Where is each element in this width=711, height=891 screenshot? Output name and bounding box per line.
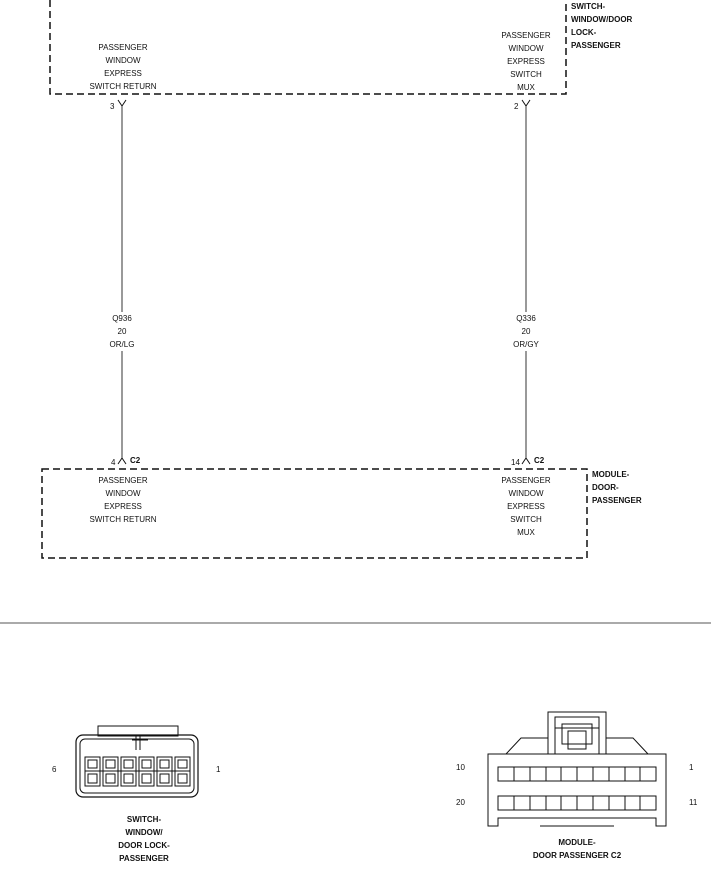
caption-line: DOOR PASSENGER C2 <box>532 851 622 860</box>
bottom-right-connector-id: C2 <box>534 456 545 465</box>
bottom-name-line: DOOR- <box>592 483 619 492</box>
bottom-left-connector-id: C2 <box>130 456 141 465</box>
top-name-line: LOCK- <box>571 28 597 37</box>
top-right-terminal <box>521 99 531 107</box>
wire-gauge: 20 <box>521 327 531 336</box>
bottom-component-outline <box>41 468 588 559</box>
label-line: PASSENGER <box>98 43 148 52</box>
label-line: WINDOW <box>105 56 141 65</box>
label-line: SWITCH RETURN <box>89 515 157 524</box>
wire-right-label: Q336 20 OR/GY <box>506 312 546 351</box>
switch-connector-caption: SWITCH- WINDOW/ DOOR LOCK- PASSENGER <box>94 813 194 865</box>
bottom-right-terminal <box>521 457 531 465</box>
module-connector-pin-10: 10 <box>456 763 465 772</box>
top-right-pin-label: PASSENGER WINDOW EXPRESS SWITCH MUX <box>486 29 566 94</box>
wire-color: OR/LG <box>109 340 135 349</box>
bottom-right-pin-number: 14 <box>511 458 520 467</box>
top-name-line: SWITCH- <box>571 2 606 11</box>
bottom-left-terminal <box>117 457 127 465</box>
bottom-component-name: MODULE- DOOR- PASSENGER <box>592 468 642 507</box>
caption-line: MODULE- <box>558 838 596 847</box>
wire-left-label: Q936 20 OR/LG <box>102 312 142 351</box>
switch-connector-cavities <box>84 756 191 787</box>
label-line: SWITCH <box>510 70 542 79</box>
top-name-line: PASSENGER <box>571 41 621 50</box>
label-line: WINDOW <box>508 489 544 498</box>
caption-line: WINDOW/ <box>125 828 163 837</box>
module-connector-pin-20: 20 <box>456 798 465 807</box>
top-left-terminal <box>117 99 127 107</box>
label-line: PASSENGER <box>98 476 148 485</box>
label-line: EXPRESS <box>104 502 142 511</box>
module-connector-caption: MODULE- DOOR PASSENGER C2 <box>517 836 637 862</box>
label-line: EXPRESS <box>507 502 545 511</box>
top-name-line: WINDOW/DOOR <box>571 15 633 24</box>
label-line: EXPRESS <box>104 69 142 78</box>
wire-color: OR/GY <box>513 340 539 349</box>
top-right-pin-number: 2 <box>514 102 519 111</box>
module-connector-pin-1: 1 <box>689 763 694 772</box>
label-line: PASSENGER <box>501 476 551 485</box>
caption-line: DOOR LOCK- <box>118 841 170 850</box>
module-connector-face <box>487 711 667 827</box>
caption-line: PASSENGER <box>119 854 169 863</box>
top-left-pin-label: PASSENGER WINDOW EXPRESS SWITCH RETURN <box>73 41 173 93</box>
top-left-pin-number: 3 <box>110 102 115 111</box>
bottom-name-line: MODULE- <box>592 470 630 479</box>
label-line: SWITCH RETURN <box>89 82 157 91</box>
bottom-left-pin-number: 4 <box>111 458 116 467</box>
wire-gauge: 20 <box>117 327 127 336</box>
wire-circuit: Q936 <box>112 314 132 323</box>
bottom-left-pin-label: PASSENGER WINDOW EXPRESS SWITCH RETURN <box>73 474 173 526</box>
label-line: WINDOW <box>105 489 141 498</box>
label-line: EXPRESS <box>507 57 545 66</box>
top-component-outline <box>49 0 567 95</box>
wire-circuit: Q336 <box>516 314 536 323</box>
label-line: WINDOW <box>508 44 544 53</box>
label-line: PASSENGER <box>501 31 551 40</box>
label-line: SWITCH <box>510 515 542 524</box>
switch-connector-pin-6: 6 <box>52 765 57 774</box>
bottom-right-pin-label: PASSENGER WINDOW EXPRESS SWITCH MUX <box>486 474 566 539</box>
bottom-name-line: PASSENGER <box>592 496 642 505</box>
caption-line: SWITCH- <box>126 815 162 824</box>
switch-connector-face <box>75 725 199 798</box>
label-line: MUX <box>517 528 535 537</box>
top-component-name: SWITCH- WINDOW/DOOR LOCK- PASSENGER <box>571 0 632 52</box>
switch-connector-pin-1: 1 <box>216 765 221 774</box>
label-line: MUX <box>517 83 535 92</box>
module-connector-pin-11: 11 <box>689 798 698 807</box>
